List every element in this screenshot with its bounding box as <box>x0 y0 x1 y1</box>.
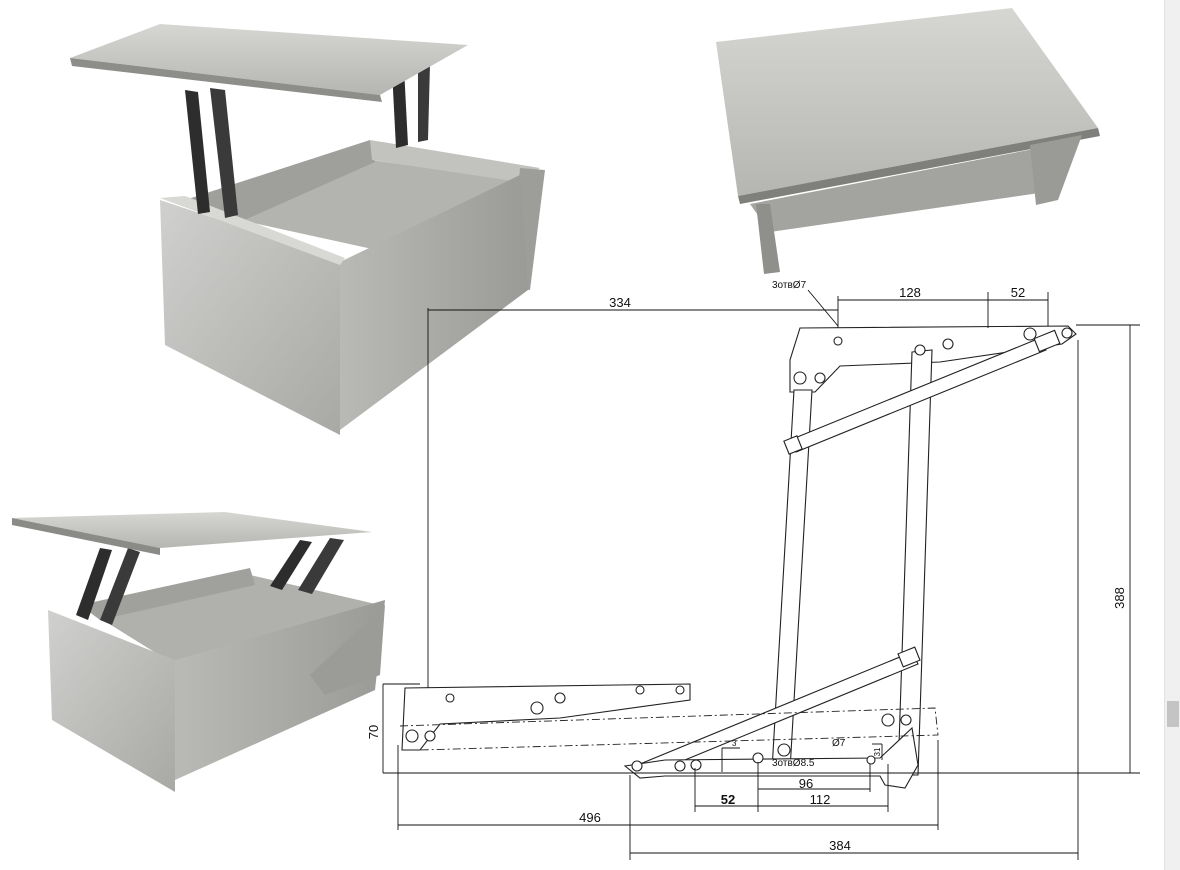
ghost-outline <box>399 707 939 751</box>
dim-496: 496 <box>579 810 601 825</box>
strut-end-bottom <box>897 646 921 668</box>
hole-base-5 <box>777 743 791 757</box>
photo-table-lifted <box>70 24 545 435</box>
lift-arm-3 <box>392 68 408 148</box>
dim-96: 96 <box>799 776 813 791</box>
closed-top-edge <box>738 128 1100 204</box>
hole-low-8 <box>881 713 895 727</box>
hole-low-3 <box>445 693 455 703</box>
arms-lift-4 <box>298 538 344 594</box>
arms-lift-2 <box>100 548 140 625</box>
photo-table-closed <box>716 8 1100 274</box>
hole-low-6 <box>635 685 645 695</box>
hole-low-2 <box>424 730 436 742</box>
hole-top-4 <box>1023 327 1037 341</box>
dim-70: 70 <box>366 725 381 739</box>
dim-3: 3 <box>732 739 737 748</box>
lower-bracket-left <box>401 683 691 751</box>
strut-end-top-2 <box>1033 329 1061 353</box>
hole-low-1 <box>405 729 419 743</box>
box-front-right <box>340 175 528 430</box>
box-top-edge <box>160 196 345 265</box>
hole-top-1 <box>833 336 843 346</box>
hole-base-2 <box>674 760 686 772</box>
box-floor <box>240 160 520 255</box>
scrollbar-thumb[interactable] <box>1167 701 1179 727</box>
link-right <box>897 349 933 776</box>
arms-table-top <box>12 512 372 548</box>
dimension-lines <box>382 289 1140 860</box>
closed-apron <box>750 140 1080 232</box>
hole-top-3 <box>942 338 954 350</box>
scrollbar[interactable] <box>1164 0 1180 870</box>
closed-top <box>716 8 1098 196</box>
hole-top-5 <box>1061 327 1073 339</box>
dim-52-top: 52 <box>1011 285 1025 300</box>
hole-low-4 <box>530 701 544 715</box>
mechanism-drawing: 334 128 52 3отвØ7 388 70 3отвØ8.5 Ø7 3 3… <box>366 280 1140 860</box>
arms-box-back <box>80 568 255 620</box>
dim-128: 128 <box>899 285 921 300</box>
photo-table-arms <box>12 512 385 792</box>
holes <box>405 327 1073 772</box>
closed-leg-left <box>756 204 780 274</box>
table-top <box>70 24 468 95</box>
dim-31: 31 <box>873 747 882 756</box>
lift-arm-1 <box>185 90 210 214</box>
dim-388: 388 <box>1112 587 1127 609</box>
dim-334: 334 <box>609 295 631 310</box>
dim-holes-bottom: 3отвØ8.5 <box>772 758 815 769</box>
arms-side-left <box>48 610 175 792</box>
box-right-wall-top <box>370 140 540 182</box>
hole-base-4 <box>752 752 764 764</box>
hole-pivot-1 <box>793 371 807 385</box>
arms-box-front <box>175 600 385 780</box>
arms-lift-1 <box>76 548 112 620</box>
arms-table-top-edge <box>12 518 160 555</box>
upper-bracket <box>789 325 1077 393</box>
table-top-edge <box>70 58 382 102</box>
arms-side-right <box>310 605 385 695</box>
lift-arm-4 <box>418 64 430 142</box>
hole-top-2 <box>914 344 926 356</box>
closed-leg-right <box>1030 135 1082 205</box>
hole-base-3 <box>690 759 702 771</box>
lift-arm-2 <box>210 88 238 218</box>
hole-base-1 <box>631 760 643 772</box>
side-panel-left <box>160 200 340 435</box>
hole-low-9 <box>900 714 912 726</box>
dim-d7: Ø7 <box>832 738 846 749</box>
dim-52-bottom: 52 <box>721 792 735 807</box>
arms-lift-3 <box>270 540 312 590</box>
dim-112: 112 <box>810 792 831 807</box>
hole-low-7 <box>675 685 685 695</box>
hole-base-6 <box>866 755 876 765</box>
strut-end-top <box>783 435 803 455</box>
hole-low-5 <box>554 692 566 704</box>
dim-holes-top: 3отвØ7 <box>772 280 807 291</box>
hole-pivot-2 <box>814 372 826 384</box>
dim-384: 384 <box>829 838 851 853</box>
